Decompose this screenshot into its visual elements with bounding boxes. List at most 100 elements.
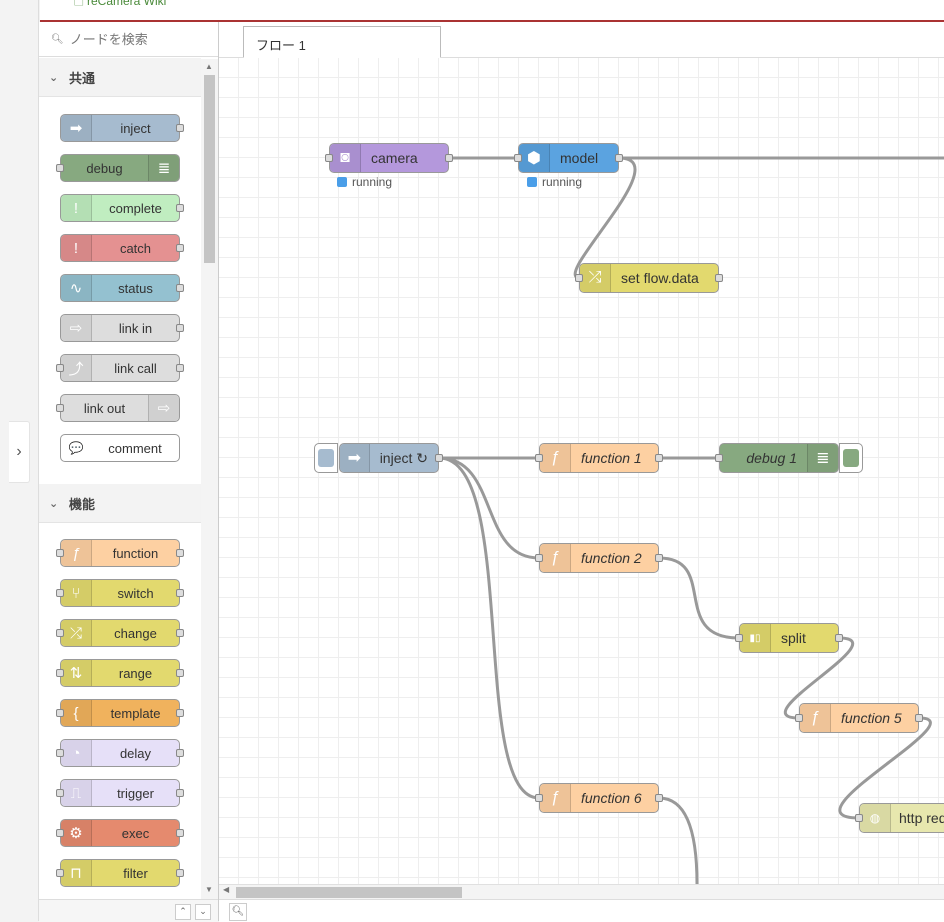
debug-toggle-button[interactable] [839,443,863,473]
output-port [435,454,443,462]
palette-node-label: function [112,545,159,561]
palette-node-label: complete [109,200,162,216]
palette-node-catch[interactable]: ! catch [60,234,184,262]
node-function-5[interactable]: ƒ function 5 [795,703,923,733]
palette-node-link-call[interactable]: ⤴ link call [56,354,184,382]
output-port [176,749,184,757]
palette-node-label: catch [119,240,152,256]
search-icon[interactable]: 🔍︎ [229,903,247,921]
camera-icon: ◙ [330,144,361,172]
palette-node-switch[interactable]: ⑂ switch [56,579,184,607]
palette-node-label: comment [108,440,162,456]
node-set-flow-data[interactable]: ⤮ set flow.data [575,263,723,293]
collapse-all-button[interactable]: ⌃ [175,904,191,920]
node-camera[interactable]: ◙ camera [325,143,453,173]
palette-node-complete[interactable]: ! complete [60,194,184,222]
palette-node-debug[interactable]: debug ≣ [56,154,180,182]
node-inject[interactable]: ➡ inject ↻ [339,443,443,473]
scroll-left-icon[interactable]: ◀ [223,885,230,894]
expand-all-button[interactable]: ⌄ [195,904,211,920]
input-port [56,589,64,597]
pulse-icon: ∿ [61,275,92,301]
input-port [56,869,64,877]
palette-scrollbar[interactable]: ▲ ▼ [201,59,218,899]
input-port [56,164,64,172]
flow-canvas[interactable]: ◙ camera running ⬢ model running ⤮ set f… [219,58,944,884]
palette-node-link-out[interactable]: link out ⇨ [56,394,180,422]
node-palette: 🔍︎ ⌄ 共通 ➡ inject debug ≣ ! complete ! ca… [39,22,219,922]
output-port [176,324,184,332]
node-function-6[interactable]: ƒ function 6 [535,783,663,813]
node-function-2[interactable]: ƒ function 2 [535,543,663,573]
arrow-right-icon: ➡ [340,444,370,472]
scroll-up-icon[interactable]: ▲ [205,62,213,71]
output-port [176,789,184,797]
sidebar-expand-button[interactable]: › [9,421,30,483]
node-model[interactable]: ⬢ model [514,143,623,173]
output-port [615,154,623,162]
tab-flow-1[interactable]: フロー 1 [243,26,441,58]
workspace-horizontal-scrollbar[interactable]: ◀ [219,884,944,899]
input-port [535,794,543,802]
output-port [176,869,184,877]
palette-node-comment[interactable]: 💬 comment [60,434,180,462]
input-port [56,669,64,677]
palette-node-label: change [114,625,157,641]
wiki-link-label[interactable]: reCamera Wiki [86,0,167,8]
inject-trigger-button[interactable] [314,443,338,473]
status-text: running [352,175,393,189]
category-label: 共通 [69,70,96,86]
palette-node-delay[interactable]: ◔ delay [56,739,184,767]
link-in-icon: ⇨ [61,315,92,341]
chevron-down-icon: ⌄ [49,497,59,510]
wire [573,156,637,280]
output-port [176,669,184,677]
output-port [176,364,184,372]
workspace-scroll-thumb[interactable] [236,887,462,898]
palette-node-template[interactable]: { template [56,699,184,727]
output-port [176,124,184,132]
category-header-common[interactable]: ⌄ 共通 [39,58,201,97]
input-port [56,709,64,717]
palette-node-label: inject [120,120,151,136]
palette-node-range[interactable]: ⇅ range [56,659,184,687]
palette-search-input[interactable] [67,30,212,48]
switch-icon: ⑂ [61,580,92,606]
input-port [56,629,64,637]
function-icon: ƒ [540,784,571,812]
input-port [56,749,64,757]
output-port [835,634,843,642]
wire [838,716,932,820]
output-port [176,549,184,557]
palette-node-change[interactable]: ⤮ change [56,619,184,647]
node-status-camera: running [337,175,392,189]
input-port [56,364,64,372]
palette-node-link-in[interactable]: ⇨ link in [60,314,184,342]
output-port [915,714,923,722]
function-icon: ƒ [540,544,571,572]
node-label: inject ↻ [379,449,428,466]
scroll-down-icon[interactable]: ▼ [205,885,213,894]
chevron-right-icon: › [16,443,22,460]
status-indicator [527,177,537,187]
node-http-request[interactable]: ◍ http requ [855,803,944,833]
palette-node-function[interactable]: ƒ function [56,539,184,567]
output-port [176,244,184,252]
palette-node-exec[interactable]: ⚙ exec [56,819,184,847]
palette-scroll-thumb[interactable] [204,75,215,263]
input-port [56,404,64,412]
range-icon: ⇅ [61,660,92,686]
palette-node-inject[interactable]: ➡ inject [60,114,184,142]
palette-node-status[interactable]: ∿ status [60,274,184,302]
node-debug-1[interactable]: debug 1 ≣ [715,443,839,473]
node-status-model: running [527,175,582,189]
palette-node-filter[interactable]: ⊓ filter [56,859,184,887]
output-port [176,204,184,212]
split-icon: ▮▯ [740,624,771,652]
node-function-1[interactable]: ƒ function 1 [535,443,663,473]
node-split[interactable]: ▮▯ split [735,623,843,653]
node-label: set flow.data [621,270,699,286]
palette-node-trigger[interactable]: ⎍ trigger [56,779,184,807]
wiki-link[interactable]: 🗋 reCamera Wiki [74,0,166,13]
category-header-function[interactable]: ⌄ 機能 [39,484,201,523]
